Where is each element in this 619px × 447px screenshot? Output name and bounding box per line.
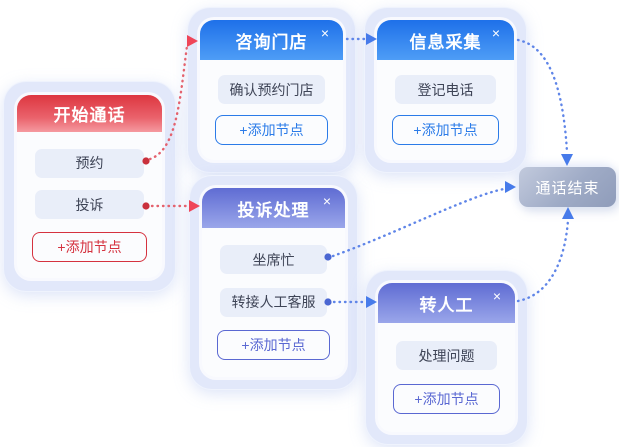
add-node-button[interactable]: +添加节点 — [392, 115, 499, 145]
node-title: 开始通话 — [53, 106, 126, 125]
node-complaint-handle[interactable]: 投诉处理 × 坐席忙 转接人工客服 +添加节点 — [190, 176, 357, 389]
node-start[interactable]: 开始通话 预约 投诉 +添加节点 — [4, 82, 175, 291]
node-title: 投诉处理 — [237, 200, 310, 220]
add-node-button[interactable]: +添加节点 — [215, 115, 328, 145]
node-consult-card: 咨询门店 × 确认预约门店 +添加节点 — [200, 20, 343, 160]
node-collect-body: 登记电话 +添加节点 — [377, 60, 514, 160]
edge-arrowhead — [505, 181, 516, 193]
edge-arrowhead — [561, 154, 573, 166]
node-transfer-body: 处理问题 +添加节点 — [378, 323, 515, 432]
branch-pill-handle-issue[interactable]: 处理问题 — [396, 341, 497, 370]
node-call-end[interactable]: 通话结束 — [519, 167, 616, 207]
node-complaint-card: 投诉处理 × 坐席忙 转接人工客服 +添加节点 — [202, 188, 345, 377]
edge-arrowhead — [562, 207, 574, 219]
node-consult-body: 确认预约门店 +添加节点 — [200, 60, 343, 160]
node-call-end-label: 通话结束 — [535, 179, 600, 197]
node-info-collect[interactable]: 信息采集 × 登记电话 +添加节点 — [365, 8, 526, 172]
node-collect-header: 信息采集 × — [377, 20, 514, 60]
node-title: 咨询门店 — [235, 32, 308, 52]
add-node-button[interactable]: +添加节点 — [32, 231, 147, 262]
node-start-body: 预约 投诉 +添加节点 — [17, 132, 162, 278]
node-title: 转人工 — [419, 295, 474, 315]
node-start-card: 开始通话 预约 投诉 +添加节点 — [17, 95, 162, 278]
branch-pill-tousu[interactable]: 投诉 — [35, 190, 144, 219]
node-title: 信息采集 — [409, 32, 482, 52]
node-consult-header: 咨询门店 × — [200, 20, 343, 60]
node-transfer-human[interactable]: 转人工 × 处理问题 +添加节点 — [366, 271, 527, 444]
close-icon[interactable]: × — [492, 288, 502, 304]
node-collect-card: 信息采集 × 登记电话 +添加节点 — [377, 20, 514, 160]
close-icon[interactable]: × — [322, 193, 332, 209]
add-node-button[interactable]: +添加节点 — [217, 329, 330, 360]
node-transfer-card: 转人工 × 处理问题 +添加节点 — [378, 283, 515, 432]
node-start-header: 开始通话 — [17, 95, 162, 132]
branch-pill-agent-busy[interactable]: 坐席忙 — [220, 245, 327, 275]
node-complaint-header: 投诉处理 × — [202, 188, 345, 228]
edge-busy-end — [331, 187, 506, 258]
close-icon[interactable]: × — [491, 25, 501, 41]
branch-pill-to-human-agent[interactable]: 转接人工客服 — [220, 287, 327, 317]
node-complaint-body: 坐席忙 转接人工客服 +添加节点 — [202, 228, 345, 377]
branch-pill-yuyue[interactable]: 预约 — [35, 148, 144, 178]
node-transfer-header: 转人工 × — [378, 283, 515, 323]
branch-pill-register-phone[interactable]: 登记电话 — [395, 75, 496, 104]
branch-pill-confirm-store[interactable]: 确认预约门店 — [218, 75, 325, 104]
node-consult-store[interactable]: 咨询门店 × 确认预约门店 +添加节点 — [188, 8, 355, 172]
add-node-button[interactable]: +添加节点 — [393, 384, 500, 414]
close-icon[interactable]: × — [320, 25, 330, 41]
